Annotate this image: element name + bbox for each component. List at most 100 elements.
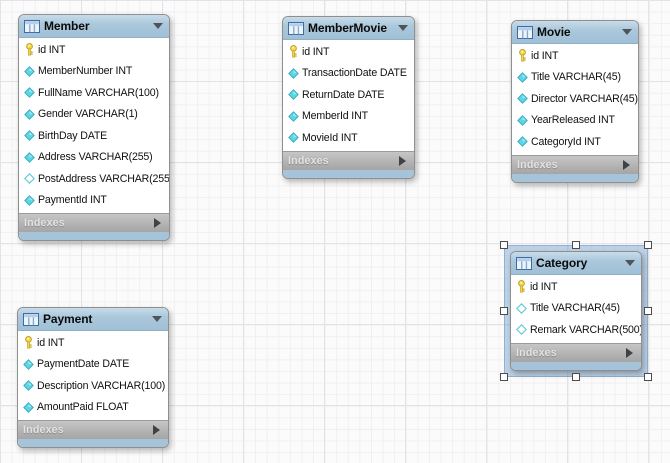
table-title: Movie xyxy=(537,25,571,39)
selection-handle[interactable] xyxy=(572,372,580,381)
collapse-arrow-icon[interactable] xyxy=(398,25,408,31)
table-header[interactable]: MemberMovie xyxy=(283,17,414,40)
table-header[interactable]: Member xyxy=(19,15,169,38)
notnull-column-diamond-icon xyxy=(23,108,35,120)
table-bottom-strip xyxy=(18,439,168,447)
column-row[interactable]: MemberNumber INT xyxy=(19,61,169,83)
column-row[interactable]: Director VARCHAR(45) xyxy=(512,88,638,110)
column-row[interactable]: Gender VARCHAR(1) xyxy=(19,104,169,126)
primary-key-icon xyxy=(23,43,35,56)
expand-arrow-icon[interactable] xyxy=(153,425,160,435)
selection-handle[interactable] xyxy=(500,241,508,249)
column-name: MemberNumber INT xyxy=(38,65,133,78)
column-name: Director VARCHAR(45) xyxy=(531,92,638,105)
column-row[interactable]: Remark VARCHAR(500) xyxy=(511,319,641,341)
column-name: YearReleased INT xyxy=(531,114,615,127)
column-row[interactable]: PaymentDate DATE xyxy=(18,354,168,376)
table-header[interactable]: Movie xyxy=(512,21,638,44)
notnull-column-diamond-icon xyxy=(23,194,35,206)
primary-key-icon xyxy=(22,336,34,349)
selection-handle[interactable] xyxy=(500,372,508,381)
collapse-arrow-icon[interactable] xyxy=(153,23,163,29)
table-title: Payment xyxy=(43,312,93,326)
column-name: CategoryId INT xyxy=(531,135,601,148)
selection-handle[interactable] xyxy=(572,241,580,249)
column-name: PostAddress VARCHAR(255) xyxy=(38,172,170,185)
expand-arrow-icon[interactable] xyxy=(399,155,406,166)
column-row[interactable]: id INT xyxy=(18,332,168,354)
table-bottom-strip xyxy=(283,169,414,178)
column-row[interactable]: Address VARCHAR(255) xyxy=(19,147,169,169)
indexes-label: Indexes xyxy=(23,424,64,436)
notnull-column-diamond-icon xyxy=(287,132,299,144)
indexes-footer[interactable]: Indexes xyxy=(511,342,641,362)
column-row[interactable]: Title VARCHAR(45) xyxy=(512,67,638,89)
column-row[interactable]: PaymentId INT xyxy=(19,190,169,212)
column-row[interactable]: Description VARCHAR(100) xyxy=(18,375,168,397)
table-node-membermovie[interactable]: MemberMovie id INT TransactionDate DATE Re… xyxy=(282,16,415,179)
column-row[interactable]: id INT xyxy=(511,276,641,298)
column-name: Address VARCHAR(255) xyxy=(38,151,153,164)
column-row[interactable]: id INT xyxy=(283,41,414,63)
notnull-column-diamond-icon xyxy=(23,65,35,77)
collapse-arrow-icon[interactable] xyxy=(152,316,162,322)
table-header[interactable]: Category xyxy=(511,252,641,275)
column-row[interactable]: MemberId INT xyxy=(283,106,414,128)
column-row[interactable]: AmountPaid FLOAT xyxy=(18,397,168,419)
column-row[interactable]: BirthDay DATE xyxy=(19,125,169,147)
column-row[interactable]: Title VARCHAR(45) xyxy=(511,298,641,320)
notnull-column-diamond-icon xyxy=(22,380,34,392)
expand-arrow-icon[interactable] xyxy=(154,218,161,228)
indexes-footer[interactable]: Indexes xyxy=(283,150,414,170)
column-name: BirthDay DATE xyxy=(38,129,108,142)
table-node-movie[interactable]: Movie id INT Title VARCHAR(45) Director VA… xyxy=(511,20,639,183)
nullable-column-diamond-icon xyxy=(23,173,35,185)
column-name: FullName VARCHAR(100) xyxy=(38,86,159,99)
indexes-footer[interactable]: Indexes xyxy=(19,213,169,232)
table-bottom-strip xyxy=(19,232,169,240)
column-name: Description VARCHAR(100) xyxy=(37,379,166,392)
primary-key-icon xyxy=(516,49,528,62)
indexes-footer[interactable]: Indexes xyxy=(18,420,168,439)
table-header[interactable]: Payment xyxy=(18,308,168,331)
column-name: MemberId INT xyxy=(302,110,368,123)
notnull-column-diamond-icon xyxy=(516,93,528,105)
column-row[interactable]: MovieId INT xyxy=(283,127,414,149)
column-name: TransactionDate DATE xyxy=(302,67,407,80)
column-name: id INT xyxy=(38,43,66,56)
selection-handle[interactable] xyxy=(500,306,508,315)
table-columns: id INT Title VARCHAR(45) Director VARCHAR(… xyxy=(512,44,638,155)
notnull-column-diamond-icon xyxy=(516,114,528,126)
selection-handle[interactable] xyxy=(644,241,652,249)
column-row[interactable]: ReturnDate DATE xyxy=(283,84,414,106)
column-name: id INT xyxy=(531,49,559,62)
column-row[interactable]: PostAddress VARCHAR(255) xyxy=(19,168,169,190)
expand-arrow-icon[interactable] xyxy=(626,347,633,358)
column-row[interactable]: id INT xyxy=(19,39,169,61)
column-name: AmountPaid FLOAT xyxy=(37,401,129,414)
column-row[interactable]: id INT xyxy=(512,45,638,67)
column-row[interactable]: FullName VARCHAR(100) xyxy=(19,82,169,104)
expand-arrow-icon[interactable] xyxy=(623,159,630,170)
indexes-label: Indexes xyxy=(288,154,329,167)
selection-handle[interactable] xyxy=(644,372,652,381)
table-columns: id INT TransactionDate DATE ReturnDate DAT… xyxy=(283,40,414,151)
indexes-label: Indexes xyxy=(24,217,65,229)
column-row[interactable]: TransactionDate DATE xyxy=(283,63,414,85)
collapse-arrow-icon[interactable] xyxy=(625,260,635,266)
primary-key-icon xyxy=(287,45,299,58)
column-name: Title VARCHAR(45) xyxy=(531,71,621,84)
column-row[interactable]: CategoryId INT xyxy=(512,131,638,153)
table-icon xyxy=(288,21,304,35)
table-node-member[interactable]: Member id INT MemberNumber INT FullName VA… xyxy=(18,14,170,241)
selection-handle[interactable] xyxy=(644,306,652,315)
column-row[interactable]: YearReleased INT xyxy=(512,110,638,132)
indexes-footer[interactable]: Indexes xyxy=(512,154,638,174)
collapse-arrow-icon[interactable] xyxy=(622,29,632,35)
column-name: Remark VARCHAR(500) xyxy=(530,323,642,336)
